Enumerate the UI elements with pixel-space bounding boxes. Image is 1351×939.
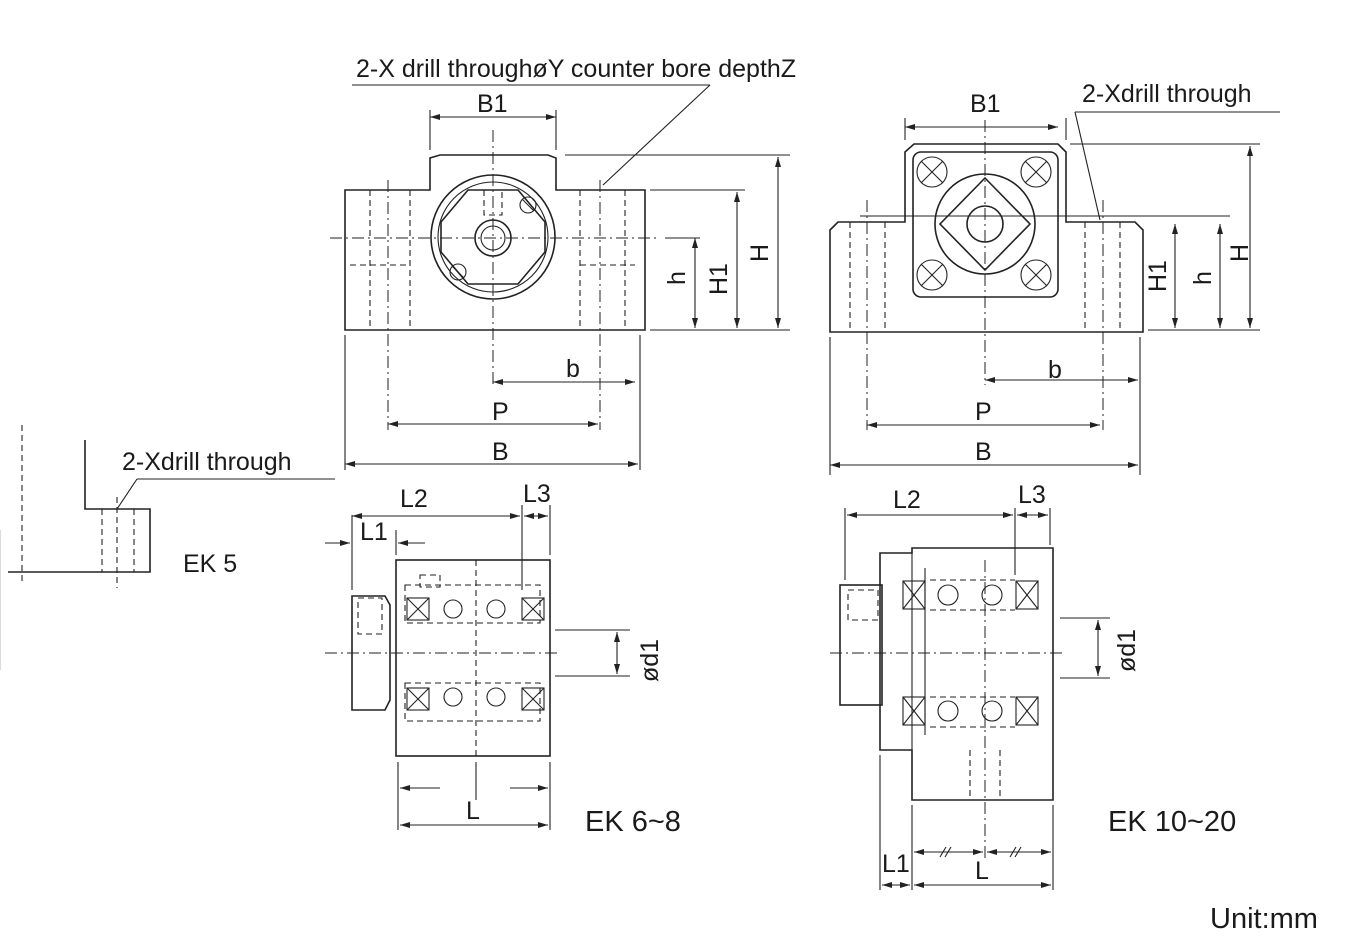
ek10-20-side-view: L2 L3 ød1 L1 L EK 10~20: [830, 481, 1236, 890]
dim-B: B: [975, 438, 992, 466]
dim-P: P: [492, 398, 509, 426]
dim-d1: ød1: [1113, 629, 1141, 672]
dim-d1: ød1: [636, 639, 664, 682]
dim-L2: L2: [400, 485, 428, 513]
dim-L3: L3: [1018, 481, 1046, 509]
dim-L2: L2: [893, 486, 921, 514]
dim-L1: L1: [882, 850, 910, 878]
ek6-8-label: EK 6~8: [585, 806, 681, 838]
dim-b: b: [1048, 356, 1062, 384]
counterbore-note: 2-X drill throughøY counter bore depthZ: [356, 55, 796, 83]
ek5-view: 2-Xdrill through EK 5: [0, 425, 335, 670]
unit-label: Unit:mm: [1210, 903, 1318, 935]
dim-b: b: [566, 355, 580, 383]
dim-B1: B1: [970, 90, 1001, 118]
dim-L: L: [466, 797, 480, 825]
top-left-front-view: 2-X drill throughøY counter bore depthZ …: [330, 55, 796, 470]
dim-L: L: [975, 857, 989, 885]
drill-note: 2-Xdrill through: [122, 448, 292, 476]
dim-B1: B1: [477, 90, 508, 118]
ek6-8-side-view: L2 L1 L3 ød1 L EK 6~8: [325, 480, 681, 838]
dim-L1: L1: [360, 518, 388, 546]
dim-h: h: [663, 271, 691, 285]
dim-H: H: [1226, 244, 1254, 262]
drill-note: 2-Xdrill through: [1082, 80, 1252, 108]
ek10-20-label: EK 10~20: [1108, 806, 1236, 838]
dim-B: B: [492, 438, 509, 466]
dim-H1: H1: [1144, 260, 1172, 292]
dim-L3: L3: [523, 480, 551, 508]
dim-P: P: [975, 398, 992, 426]
dim-H: H: [746, 244, 774, 262]
dim-H1: H1: [705, 263, 733, 295]
dim-h: h: [1189, 271, 1217, 285]
ek5-label: EK 5: [183, 550, 237, 578]
top-right-front-view: 2-Xdrill through B1 b P B H1 h H: [829, 80, 1280, 475]
